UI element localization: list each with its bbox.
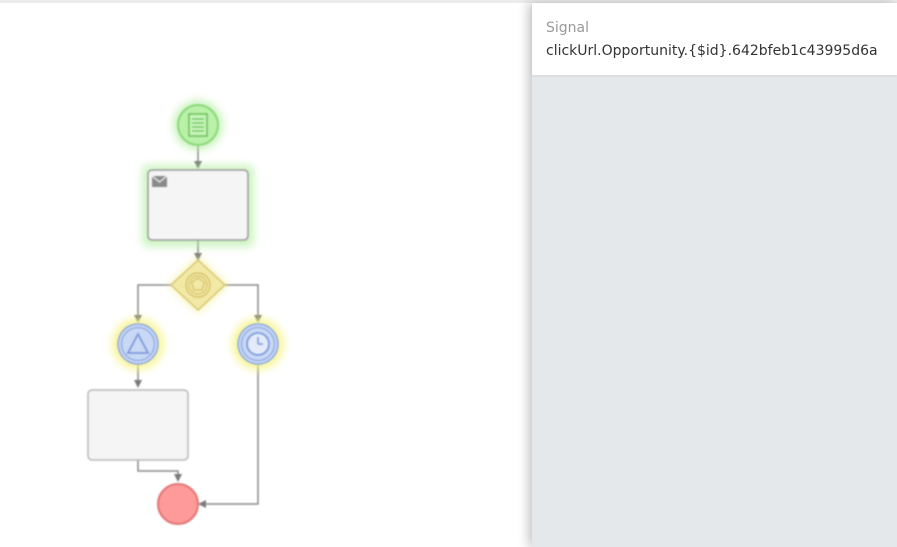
clock-icon	[246, 332, 270, 356]
end-event[interactable]	[157, 483, 199, 525]
flow-timer-to-end	[198, 364, 259, 508]
bpmn-diagram[interactable]	[0, 3, 532, 547]
task[interactable]	[87, 389, 189, 461]
message-task[interactable]	[142, 165, 254, 247]
signal-property-card[interactable]: Signal clickUrl.Opportunity.{$id}.642bfe…	[532, 3, 897, 75]
timer-catch-event[interactable]	[232, 318, 284, 370]
envelope-icon	[151, 175, 168, 187]
triangle-icon	[126, 332, 150, 354]
start-event[interactable]	[173, 100, 223, 150]
top-border	[0, 0, 897, 3]
document-icon	[188, 113, 208, 137]
flow-task-to-end	[137, 460, 182, 482]
pentagon-icon	[185, 272, 211, 298]
diagram-canvas[interactable]	[0, 3, 532, 547]
properties-panel: Signal clickUrl.Opportunity.{$id}.642bfe…	[532, 3, 897, 547]
flow-gateway-to-signal	[134, 284, 171, 323]
signal-label: Signal	[546, 20, 590, 36]
signal-value[interactable]: clickUrl.Opportunity.{$id}.642bfeb1c4399…	[546, 43, 878, 59]
signal-catch-event[interactable]	[112, 318, 164, 370]
event-based-gateway[interactable]	[168, 256, 228, 314]
flow-gateway-to-timer	[225, 284, 262, 323]
